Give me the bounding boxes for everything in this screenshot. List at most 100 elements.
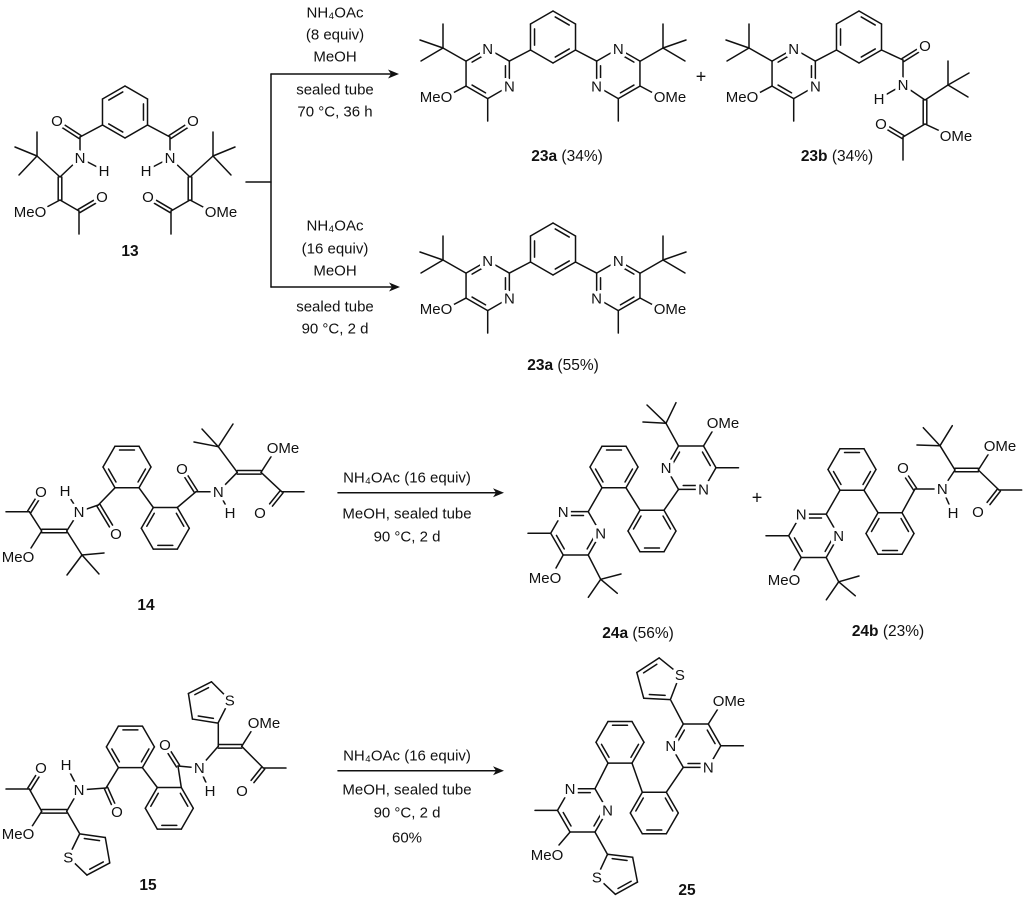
svg-text:OMe: OMe — [654, 89, 687, 106]
conditions-r2-line-1: NH₄OAc (16 equiv) — [343, 469, 471, 487]
conditions-r2-line-3: 90 °C, 2 d — [373, 528, 441, 546]
svg-text:OMe: OMe — [707, 415, 740, 432]
svg-text:O: O — [176, 461, 188, 478]
svg-text:H: H — [141, 163, 152, 180]
svg-text:O: O — [35, 484, 47, 501]
svg-text:N: N — [833, 528, 844, 545]
svg-text:OMe: OMe — [205, 204, 238, 221]
svg-text:MeO: MeO — [14, 204, 47, 221]
conditions-r1-bottom-line-2: (16 equiv) — [301, 240, 369, 258]
compound-number: 24a — [602, 625, 629, 642]
svg-text:O: O — [919, 38, 931, 55]
svg-text:O: O — [236, 783, 248, 800]
conditions-r1-bottom-line-1: NH₄OAc — [306, 217, 364, 235]
plus-sign-1: + — [695, 66, 707, 87]
svg-text:MeO: MeO — [420, 89, 453, 106]
conditions-r1-bottom-line-4: sealed tube — [296, 298, 374, 316]
svg-text:H: H — [205, 783, 216, 800]
conditions-r3-line-1: NH₄OAc (16 equiv) — [343, 747, 471, 765]
svg-text:N: N — [482, 253, 493, 270]
svg-text:N: N — [898, 77, 909, 94]
compound-number: 15 — [139, 877, 157, 894]
product-label-23a-top: 23a (34%) — [531, 148, 603, 166]
svg-text:N: N — [613, 253, 624, 270]
yield: (55%) — [553, 357, 599, 374]
svg-text:N: N — [591, 290, 602, 307]
svg-text:N: N — [504, 78, 515, 95]
svg-text:N: N — [613, 41, 624, 58]
svg-text:O: O — [972, 504, 984, 521]
svg-text:O: O — [159, 737, 171, 754]
svg-text:S: S — [63, 849, 73, 866]
svg-text:N: N — [482, 41, 493, 58]
svg-text:N: N — [194, 760, 205, 777]
compound-label-14: 14 — [137, 597, 154, 615]
svg-text:H: H — [60, 483, 71, 500]
compound-label-15: 15 — [139, 877, 156, 895]
svg-text:N: N — [595, 526, 606, 543]
svg-text:MeO: MeO — [529, 570, 562, 587]
conditions-r1-top-line-5: 70 °C, 36 h — [297, 103, 373, 121]
svg-text:N: N — [665, 738, 676, 755]
svg-text:N: N — [937, 481, 948, 498]
svg-text:OMe: OMe — [267, 440, 300, 457]
svg-text:H: H — [874, 91, 885, 108]
conditions-r3-line-2: MeOH, sealed tube — [342, 781, 472, 799]
svg-text:N: N — [602, 803, 613, 820]
compound-number: 24b — [851, 623, 879, 640]
svg-text:MeO: MeO — [420, 301, 453, 318]
svg-text:N: N — [810, 78, 821, 95]
conditions-r3-line-4: 60% — [391, 829, 423, 847]
svg-text:O: O — [51, 113, 63, 130]
compound-number: 23a — [531, 148, 558, 165]
svg-text:S: S — [675, 667, 685, 684]
svg-text:MeO: MeO — [2, 826, 35, 843]
svg-text:O: O — [96, 189, 108, 206]
compound-number: 23b — [800, 148, 828, 165]
svg-text:N: N — [74, 782, 85, 799]
svg-text:OMe: OMe — [654, 301, 687, 318]
svg-text:H: H — [99, 163, 110, 180]
compound-number: 23a — [527, 357, 554, 374]
compound-label-13: 13 — [121, 243, 138, 261]
svg-text:MeO: MeO — [726, 89, 759, 106]
yield: (56%) — [628, 625, 674, 642]
conditions-r1-top-line-1: NH₄OAc — [306, 4, 364, 22]
plus-sign-2: + — [751, 487, 763, 508]
svg-text:OMe: OMe — [940, 128, 973, 145]
conditions-r3-line-3: 90 °C, 2 d — [373, 804, 441, 822]
svg-text:O: O — [35, 760, 47, 777]
branch-arrows-from-13 — [245, 69, 400, 292]
product-label-23b: 23b (34%) — [801, 148, 873, 166]
product-label-24a: 24a (56%) — [602, 625, 674, 643]
conditions-r1-top-line-4: sealed tube — [296, 81, 374, 99]
conditions-r1-top-line-3: MeOH — [313, 48, 357, 66]
svg-text:N: N — [788, 41, 799, 58]
svg-text:N: N — [74, 504, 85, 521]
reaction-arrow-3 — [337, 766, 504, 776]
svg-text:O: O — [111, 804, 123, 821]
conditions-r1-top-line-2: (8 equiv) — [305, 26, 365, 44]
product-label-25: 25 — [678, 882, 695, 900]
svg-text:O: O — [254, 505, 266, 522]
svg-text:OMe: OMe — [984, 438, 1017, 455]
yield: (34%) — [827, 148, 874, 165]
svg-text:N: N — [165, 150, 176, 167]
yield: (34%) — [557, 148, 603, 165]
svg-text:N: N — [75, 150, 86, 167]
conditions-r1-bottom-line-5: 90 °C, 2 d — [301, 320, 369, 338]
svg-text:H: H — [61, 757, 72, 774]
svg-text:H: H — [225, 505, 236, 522]
svg-text:OMe: OMe — [248, 715, 281, 732]
reaction-arrow-2 — [337, 488, 504, 498]
svg-text:H: H — [948, 505, 959, 522]
svg-text:O: O — [187, 113, 199, 130]
svg-text:MeO: MeO — [2, 549, 35, 566]
